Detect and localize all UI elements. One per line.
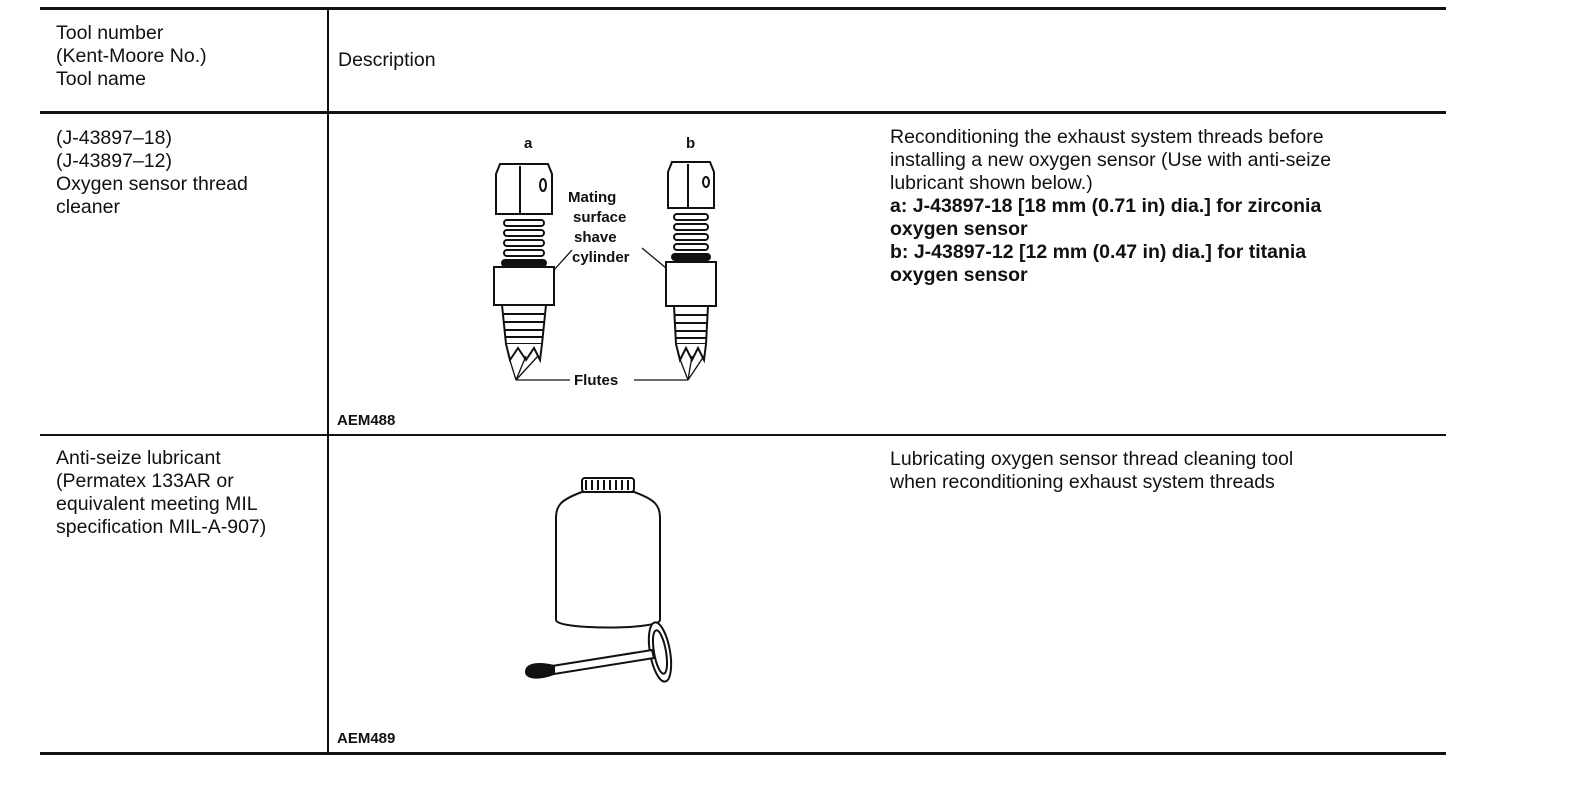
tool-line: equivalent meeting MIL: [56, 493, 258, 515]
figure-code-aem488: AEM488: [337, 412, 396, 429]
lubricant-brush: [524, 621, 673, 683]
row2-tool-cell: Anti-seize lubricant (Permatex 133AR or …: [56, 447, 266, 539]
tool-line: (Permatex 133AR or: [56, 470, 234, 492]
tool-line: Oxygen sensor thread: [56, 173, 248, 195]
desc-line: lubricant shown below.): [890, 172, 1093, 194]
label-mating: Mating surface shave cylinder: [568, 189, 631, 266]
leader-lines: [507, 247, 705, 381]
tool-line: Anti-seize lubricant: [56, 447, 221, 469]
header-tool-line: Tool number: [56, 22, 164, 44]
label-mating-line: Mating: [568, 189, 616, 206]
label-b: b: [686, 135, 695, 152]
figure-code-aem489: AEM489: [337, 730, 396, 747]
desc-bold-line: a: J-43897-18 [18 mm (0.71 in) dia.] for…: [890, 195, 1322, 217]
label-mating-line: shave: [574, 229, 617, 246]
tool-b-drawing: [665, 161, 717, 364]
column-divider: [327, 10, 329, 754]
lubricant-illustration: [524, 477, 673, 683]
label-mating-line: cylinder: [572, 249, 630, 266]
header-tool-line: (Kent-Moore No.): [56, 45, 207, 67]
label-flutes: Flutes: [574, 372, 618, 389]
desc-line: Lubricating oxygen sensor thread cleanin…: [890, 448, 1294, 470]
tool-line: cleaner: [56, 196, 120, 218]
row1-description: Reconditioning the exhaust system thread…: [890, 126, 1331, 287]
desc-bold-line: oxygen sensor: [890, 264, 1028, 286]
desc-line: installing a new oxygen sensor (Use with…: [890, 149, 1332, 171]
desc-line: when reconditioning exhaust system threa…: [890, 471, 1275, 493]
tool-line: (J-43897–18): [56, 127, 172, 149]
desc-line: Reconditioning the exhaust system thread…: [890, 126, 1324, 148]
tool-line: (J-43897–12): [56, 150, 172, 172]
tool-a-drawing: [493, 163, 555, 364]
desc-bold-line: oxygen sensor: [890, 218, 1028, 240]
label-mating-line: surface: [573, 209, 626, 226]
header-bottom-rule: [40, 111, 1446, 114]
lubricant-bottle: [555, 477, 661, 629]
desc-bold-line: b: J-43897-12 [12 mm (0.47 in) dia.] for…: [890, 241, 1307, 263]
thread-cleaner-illustration: a b Mating su: [493, 135, 717, 389]
header-description-column: Description: [338, 49, 436, 71]
tool-line: specification MIL-A-907): [56, 516, 267, 538]
label-a: a: [524, 135, 533, 152]
row2-description: Lubricating oxygen sensor thread cleanin…: [890, 448, 1293, 494]
table-bottom-rule: [40, 752, 1446, 755]
row-divider-rule: [40, 434, 1446, 436]
header-tool-line: Tool name: [56, 68, 146, 90]
header-tool-column: Tool number (Kent-Moore No.) Tool name: [56, 22, 207, 91]
row1-tool-cell: (J-43897–18) (J-43897–12) Oxygen sensor …: [56, 127, 248, 219]
table-top-rule: [40, 7, 1446, 10]
